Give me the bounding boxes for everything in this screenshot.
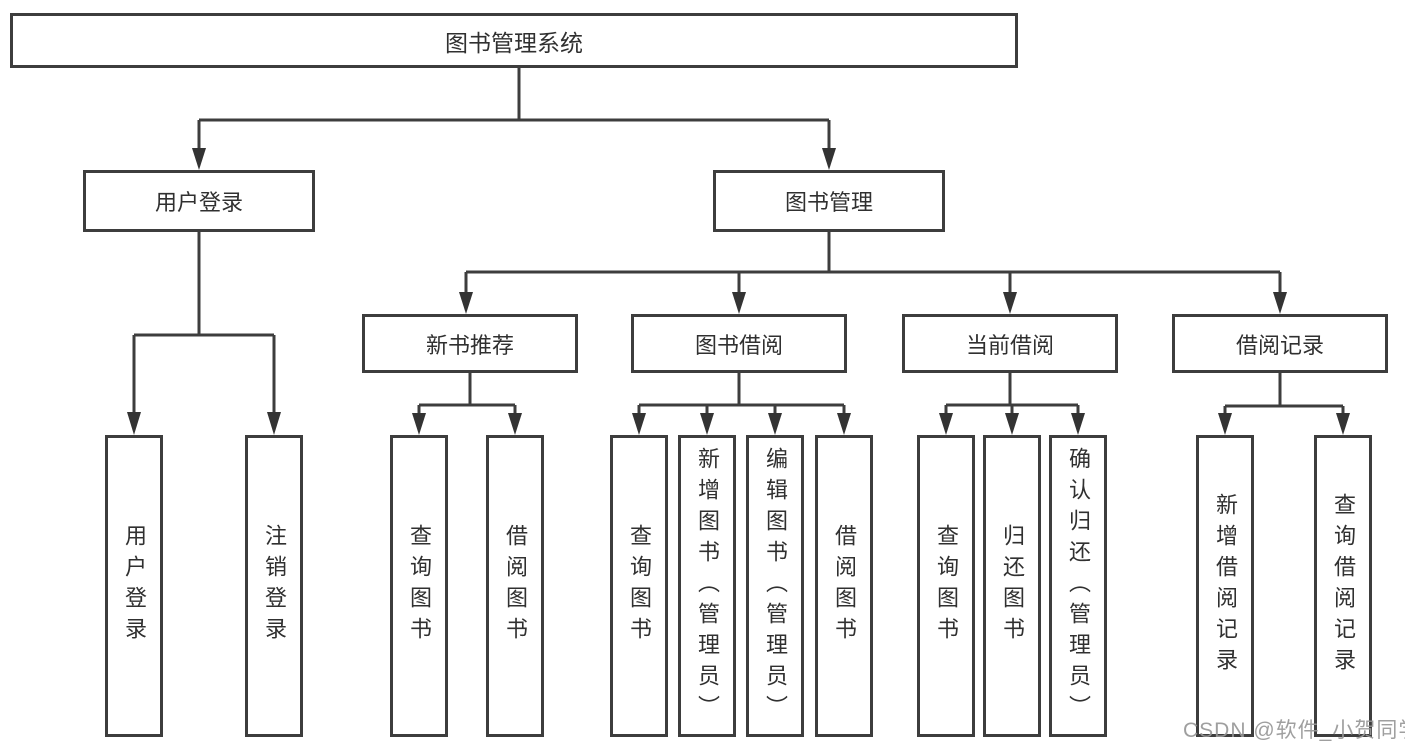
leaf-user-login: 用户登录	[105, 435, 163, 737]
connector-new-book-recommend-to-leaves	[412, 373, 522, 435]
leaf-label: 借阅图书	[832, 524, 857, 648]
leaf-return-book: 归还图书	[983, 435, 1041, 737]
leaf-add-borrow-record: 新增借阅记录	[1196, 435, 1254, 737]
node-user-login: 用户登录	[83, 170, 315, 232]
leaf-borrow-books-recommend: 借阅图书	[486, 435, 544, 737]
watermark: CSDN @软件_小贺同学	[1183, 719, 1405, 742]
leaf-confirm-return-admin: 确认归还（管理员）	[1049, 435, 1107, 737]
node-new-book-recommend: 新书推荐	[362, 314, 578, 373]
node-label: 当前借阅	[965, 332, 1054, 358]
connector-user-login-to-leaves	[127, 232, 281, 435]
connector-borrowing-records-to-leaves	[1218, 373, 1350, 435]
leaf-label: 新增借阅记录	[1213, 493, 1238, 679]
leaf-label: 确认归还（管理员）	[1066, 446, 1091, 726]
leaf-query-books-current: 查询图书	[917, 435, 975, 737]
arrowhead	[632, 413, 646, 435]
node-label: 图书管理系统	[445, 29, 583, 56]
arrowhead	[127, 412, 141, 435]
arrowhead	[1336, 413, 1350, 435]
arrowhead	[732, 292, 746, 314]
arrowhead	[822, 148, 836, 170]
node-book-management: 图书管理	[713, 170, 945, 232]
leaf-borrow-books-borrowing: 借阅图书	[815, 435, 873, 737]
node-label: 用户登录	[154, 190, 243, 215]
leaf-label: 用户登录	[122, 524, 147, 648]
arrowhead	[267, 412, 281, 435]
leaf-label: 编辑图书（管理员）	[763, 446, 788, 726]
connector-book-management-to-level3	[459, 232, 1287, 314]
leaf-query-books-recommend: 查询图书	[390, 435, 448, 737]
arrowhead	[700, 413, 714, 435]
leaf-label: 借阅图书	[503, 524, 528, 648]
node-root-system: 图书管理系统	[10, 13, 1018, 68]
leaf-query-borrow-record: 查询借阅记录	[1314, 435, 1372, 737]
leaf-label: 查询借阅记录	[1331, 493, 1356, 679]
node-label: 图书管理	[784, 190, 873, 215]
node-label: 新书推荐	[425, 332, 514, 358]
node-label: 图书借阅	[694, 332, 783, 358]
node-borrowing-records: 借阅记录	[1172, 314, 1388, 373]
leaf-add-book-admin: 新增图书（管理员）	[678, 435, 736, 737]
leaf-label: 注销登录	[262, 524, 287, 648]
arrowhead	[1071, 413, 1085, 435]
leaf-edit-book-admin: 编辑图书（管理员）	[746, 435, 804, 737]
arrowhead	[1005, 413, 1019, 435]
connector-book-borrowing-to-leaves	[632, 373, 851, 435]
arrowhead	[192, 148, 206, 170]
leaf-label: 查询图书	[407, 524, 432, 648]
arrowhead	[412, 413, 426, 435]
arrowhead	[508, 413, 522, 435]
leaf-label: 查询图书	[934, 524, 959, 648]
connector-current-borrowing-to-leaves	[939, 373, 1085, 435]
leaf-label: 新增图书（管理员）	[695, 446, 720, 726]
node-label: 借阅记录	[1235, 332, 1324, 358]
arrowhead	[768, 413, 782, 435]
leaf-label: 归还图书	[1000, 524, 1025, 648]
arrowhead	[1003, 292, 1017, 314]
leaf-logout: 注销登录	[245, 435, 303, 737]
arrowhead	[939, 413, 953, 435]
leaf-label: 查询图书	[627, 524, 652, 648]
arrowhead	[459, 292, 473, 314]
arrowhead	[837, 413, 851, 435]
node-book-borrowing: 图书借阅	[631, 314, 847, 373]
leaf-query-books-borrowing: 查询图书	[610, 435, 668, 737]
node-current-borrowing: 当前借阅	[902, 314, 1118, 373]
arrowhead	[1273, 292, 1287, 314]
connector-root-to-level2	[192, 68, 836, 170]
arrowhead	[1218, 413, 1232, 435]
